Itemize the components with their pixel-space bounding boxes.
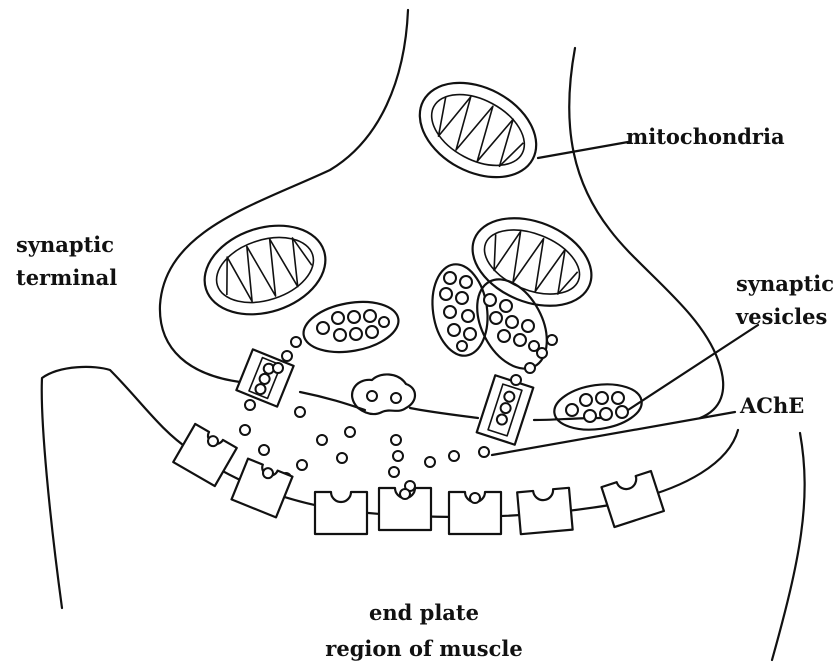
receptor-7 bbox=[601, 471, 663, 527]
mitochondrion-right bbox=[460, 202, 605, 323]
receptor-6 bbox=[517, 488, 572, 534]
label-synaptic-vesicles-1: synaptic bbox=[736, 271, 834, 296]
acetylcholine-receptors bbox=[173, 424, 664, 534]
receptor-5 bbox=[449, 492, 501, 534]
receptor-2 bbox=[232, 459, 293, 518]
mitochondrion-top bbox=[404, 64, 553, 196]
mitochondrion-left bbox=[193, 211, 337, 329]
label-synaptic-vesicles-2: vesicles bbox=[735, 304, 827, 329]
receptor-3 bbox=[315, 492, 367, 534]
synaptic-terminal-membrane bbox=[160, 10, 723, 420]
vesicle-sac-middle-right bbox=[463, 268, 561, 381]
label-ache: AChE bbox=[739, 393, 804, 418]
label-synaptic-terminal-1: synaptic bbox=[16, 232, 114, 257]
release-site-right bbox=[477, 375, 534, 444]
label-synaptic-terminal-2: terminal bbox=[16, 265, 117, 290]
vesicle-sac-left bbox=[300, 295, 403, 359]
receptor-1 bbox=[173, 424, 237, 486]
receptor-4 bbox=[379, 488, 431, 530]
label-end-plate-2: region of muscle bbox=[325, 636, 522, 661]
label-end-plate-1: end plate bbox=[369, 600, 479, 625]
label-mitochondria: mitochondria bbox=[626, 124, 785, 149]
